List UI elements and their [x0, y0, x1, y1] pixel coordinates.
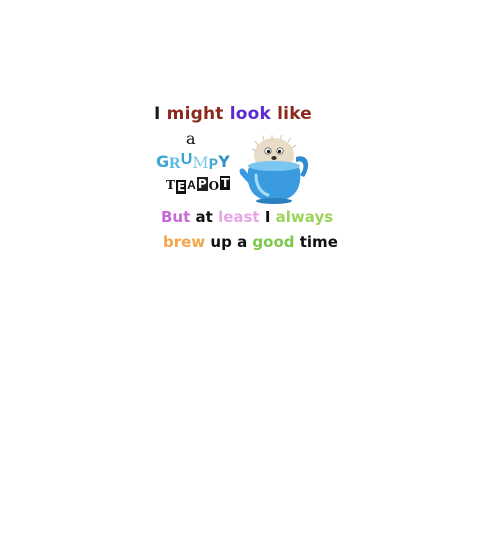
- word: look: [229, 104, 272, 124]
- letter: A: [186, 178, 197, 192]
- word: up: [210, 233, 232, 251]
- word: might: [166, 104, 224, 124]
- teapot-handle: [296, 156, 309, 177]
- letter: P: [196, 177, 208, 191]
- word: I: [264, 208, 271, 226]
- word: brew: [163, 233, 206, 251]
- hedgehog-teapot-illustration: [239, 135, 309, 204]
- letter: U: [180, 151, 193, 168]
- word: But: [161, 208, 191, 226]
- word-grumpy: GRUMPY: [156, 151, 230, 174]
- letter: M: [192, 153, 209, 172]
- teapot-rim: [248, 161, 300, 171]
- phrase-line-3: But at least I always: [161, 210, 333, 225]
- letter: T: [165, 178, 176, 192]
- word: least: [218, 208, 260, 226]
- word-a: a: [186, 129, 196, 148]
- hedgehog-nose: [271, 156, 277, 160]
- letter: R: [169, 155, 181, 172]
- word: good: [252, 233, 295, 251]
- teapot-shine: [254, 173, 270, 197]
- word: like: [277, 104, 312, 124]
- letter: T: [220, 176, 231, 190]
- phrase-line-4: brew up a good time: [163, 235, 338, 250]
- letter: E: [175, 180, 187, 194]
- word: a: [237, 233, 248, 251]
- teapot-base: [256, 198, 292, 204]
- letter: Y: [218, 152, 230, 171]
- phrase-line-1: I might look like: [154, 106, 312, 123]
- letter: O: [207, 179, 221, 193]
- word: at: [195, 208, 213, 226]
- word: I: [154, 104, 161, 124]
- word: time: [299, 233, 338, 251]
- letter: P: [208, 156, 219, 174]
- letter: G: [156, 152, 170, 171]
- word: always: [275, 208, 334, 226]
